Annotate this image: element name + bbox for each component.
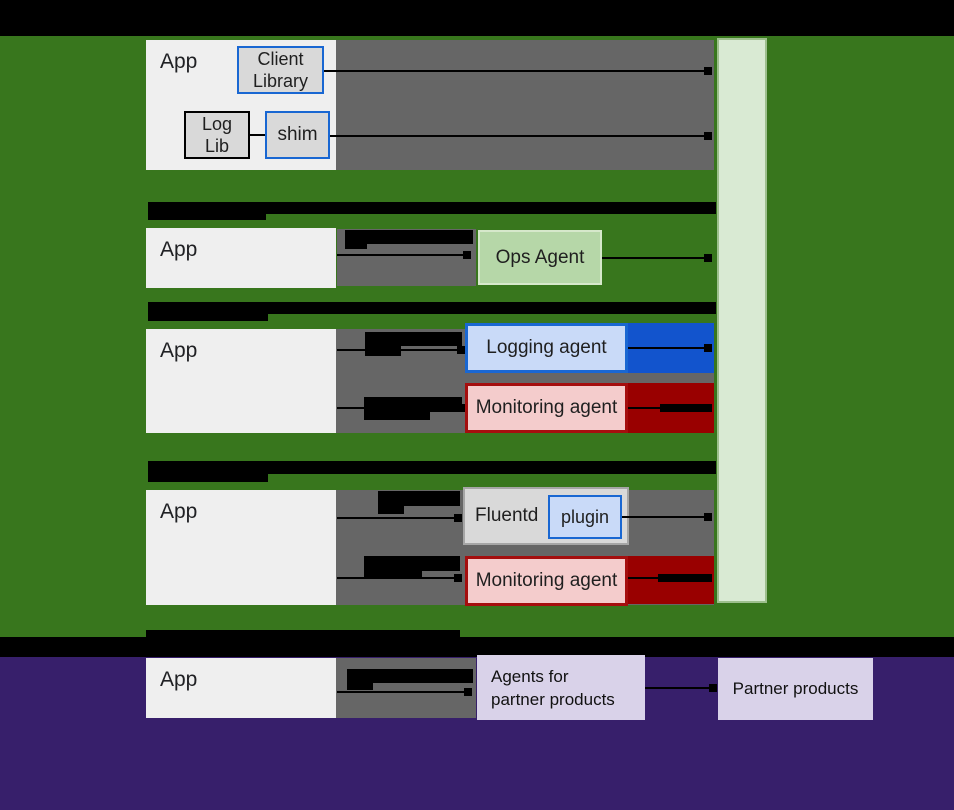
monitoring-agent-box: Monitoring agent [465, 383, 628, 433]
redacted-title-legacy-agents [148, 302, 716, 314]
redacted-label-ops-input-2 [345, 244, 367, 249]
app-box-legacy-section: App [146, 329, 336, 433]
agents-to-partner-arrow [645, 687, 711, 689]
ops-to-cloud-arrowhead [704, 254, 712, 262]
gray-panel-client-library-section [336, 40, 714, 170]
redacted-label-logging-input-2 [365, 346, 401, 356]
redacted-title-ops-agent [148, 202, 716, 214]
app-to-fluentd-arrowhead [454, 514, 462, 522]
app-label: App [160, 238, 198, 261]
partner-products-label: Partner products [732, 679, 859, 698]
redacted-title-legacy-agents-2 [148, 314, 268, 321]
plugin-to-cloud-arrowhead [704, 513, 712, 521]
partner-products-box: Partner products [718, 658, 873, 720]
plugin-label: plugin [560, 507, 610, 527]
log-lib-line2: Lib [204, 136, 229, 156]
redacted-title-fluentd-section [148, 461, 716, 474]
redacted-label-ops-input [345, 230, 473, 244]
redacted-title-ops-agent-2 [148, 214, 266, 220]
client-library-line1: Client [257, 49, 304, 69]
app-box-ops-agent-section: App [146, 228, 336, 288]
redacted-label-partner-input [347, 669, 473, 683]
app-box-partner-section: App [146, 658, 336, 718]
ops-to-cloud-arrow [602, 257, 705, 259]
redacted-label-logging-input [365, 332, 462, 346]
app-to-ops-arrowhead [463, 251, 471, 259]
app-to-monitoring-arrowhead [457, 404, 465, 412]
logging-to-cloud-arrow [628, 347, 706, 349]
cloud-endpoint-sidebar [717, 38, 767, 603]
monitoring4-to-cloud-arrowhead [704, 574, 712, 582]
plugin-to-cloud-arrow [622, 516, 706, 518]
redacted-label-monitoring4-output [658, 574, 706, 582]
fluentd-label: Fluentd [475, 505, 539, 526]
redacted-label-monitoring-input [364, 397, 462, 412]
partner-agents-box: Agents for partner products [477, 655, 645, 720]
agents-to-partner-arrowhead [709, 684, 717, 692]
redacted-label-monitoring-input-2 [364, 412, 430, 420]
monitoring-agent-label: Monitoring agent [475, 397, 618, 418]
shim-box: shim [265, 111, 330, 159]
monitoring-agent-label: Monitoring agent [475, 570, 618, 591]
redacted-label-fluentd-input-2 [378, 506, 404, 514]
monitoring-to-cloud-arrowhead [704, 404, 712, 412]
app-label: App [160, 339, 198, 362]
app-to-monitoring4-arrowhead [454, 574, 462, 582]
app-to-partner-agents-arrowhead [464, 688, 472, 696]
redacted-label-monitoring4-input [364, 556, 460, 571]
ops-agent-label: Ops Agent [495, 246, 585, 268]
app-to-partner-agents-arrow [337, 691, 465, 693]
app-to-ops-arrow [337, 254, 464, 256]
partner-agents-line2: partner products [491, 689, 615, 709]
redacted-label-partner-input-2 [347, 683, 373, 690]
fluentd-box: Fluentd plugin [463, 487, 629, 545]
logging-to-cloud-arrowhead [704, 344, 712, 352]
app-to-fluentd-arrow [337, 517, 455, 519]
ops-agent-box: Ops Agent [478, 230, 602, 285]
redacted-label-fluentd-input [378, 491, 460, 506]
redacted-title-purple-section [146, 630, 460, 637]
app-box-fluentd-section: App [146, 490, 336, 605]
shim-arrowhead [704, 132, 712, 140]
client-library-arrow [324, 70, 704, 72]
loglib-shim-connector [250, 134, 265, 136]
client-library-arrowhead [704, 67, 712, 75]
redacted-label-monitoring-output [660, 404, 706, 412]
monitoring-agent-box-fluentd-section: Monitoring agent [465, 556, 628, 606]
top-black-band [0, 0, 954, 36]
app-label: App [160, 668, 198, 691]
redacted-title-fluentd-section-2 [148, 474, 268, 482]
app-to-monitoring-arrow [337, 407, 458, 409]
logging-agent-label: Logging agent [486, 337, 607, 358]
app-label: App [160, 50, 198, 73]
app-to-logging-arrow [337, 349, 458, 351]
redacted-label-monitoring4-input-2 [364, 571, 422, 578]
middle-black-band [0, 637, 954, 657]
log-lib-line1: Log [201, 114, 233, 134]
app-label: App [160, 500, 198, 523]
shim-arrow [330, 135, 704, 137]
app-to-logging-arrowhead [457, 346, 465, 354]
shim-label: shim [277, 124, 318, 145]
app-to-monitoring4-arrow [337, 577, 455, 579]
logging-agent-box: Logging agent [465, 323, 628, 373]
partner-agents-line1: Agents for [491, 666, 569, 686]
plugin-box: plugin [548, 495, 622, 539]
client-library-line2: Library [252, 71, 309, 91]
